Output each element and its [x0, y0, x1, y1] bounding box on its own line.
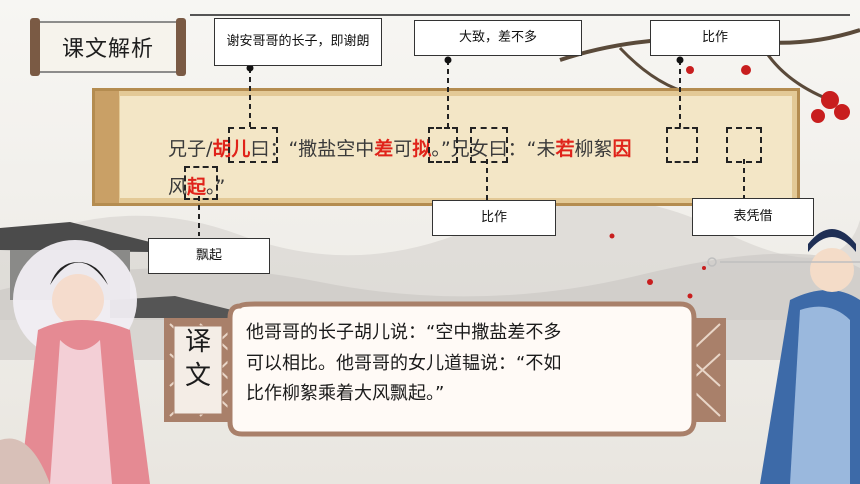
note-yin: 表凭借: [692, 198, 814, 236]
keyword-qi: 起: [187, 176, 207, 198]
keyword-ni: 拟: [412, 138, 432, 160]
keyword-box-hu-er: [228, 127, 278, 163]
passage-token: /: [206, 138, 213, 160]
translation-label-char-2: 文: [184, 360, 211, 391]
keyword-hu-er: 胡儿: [212, 138, 251, 160]
keyword-box-ruo: [666, 127, 698, 163]
passage-line-1: 兄子/胡儿曰：“撒盐空中差可拟。”兄女曰：“未若柳絮因: [168, 134, 632, 161]
passage-line-2: 风起。”: [168, 172, 225, 199]
keyword-ruo: 若: [555, 138, 575, 160]
title-scroll-frame: [30, 18, 186, 76]
translation-label: 译 文: [178, 326, 218, 406]
translation-line: 他哥哥的长子胡儿说：“空中撒盐差不多: [246, 322, 562, 343]
note-cha: 大致，差不多: [414, 20, 582, 56]
keyword-yin: 因: [612, 138, 632, 160]
note-ruo: 比作: [650, 20, 780, 56]
keyword-cha: 差: [374, 138, 394, 160]
passage-token: 风: [168, 176, 188, 198]
passage-token: 曰：“撒盐空中: [250, 138, 375, 160]
note-hu-er: 谢安哥哥的长子，即谢朗: [214, 18, 382, 66]
keyword-box-ni: [470, 127, 508, 163]
passage-token: 。”兄女曰：“未: [431, 138, 556, 160]
header-rule: [190, 14, 850, 16]
page-title: 课文解析: [61, 37, 154, 62]
note-ni: 比作: [432, 200, 556, 236]
translation-line: 可以相比。他哥哥的女儿道韫说：“不如: [246, 352, 562, 374]
translation-text: 他哥哥的长子胡儿说：“空中撒盐差不多 可以相比。他哥哥的女儿道韫说：“不如 比作…: [246, 318, 686, 428]
passage-token: 柳絮: [574, 138, 613, 160]
keyword-box-cha: [428, 127, 458, 163]
translation-line: 比作柳絮乘着大风飘起。”: [246, 383, 445, 405]
passage-token: 兄子: [168, 138, 207, 160]
translation-frame: [164, 301, 726, 437]
keyword-box-qi: [184, 166, 218, 200]
passage-token: 可: [393, 138, 413, 160]
translation-label-char-1: 译: [184, 327, 211, 357]
note-qi: 飘起: [148, 238, 270, 274]
board-edge: [95, 91, 119, 203]
passage-token: 。”: [206, 176, 226, 198]
